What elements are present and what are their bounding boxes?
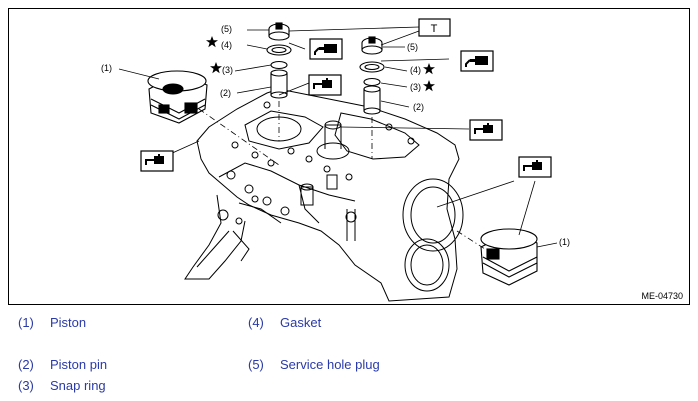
legend-number: (3) xyxy=(18,378,34,393)
callout-3-right: (3) xyxy=(410,82,421,92)
leader-lines xyxy=(118,26,558,248)
legend-item-piston-pin: (2) Piston pin xyxy=(18,357,107,372)
grease-icon xyxy=(460,50,494,72)
left-parts-stack xyxy=(266,22,292,99)
star-icon xyxy=(206,36,435,92)
legend-label: Service hole plug xyxy=(280,357,380,372)
legend-label: Gasket xyxy=(280,315,322,330)
callout-3-left: (3) xyxy=(222,65,233,75)
legend-label: Piston pin xyxy=(50,357,108,372)
oil-can-icon xyxy=(469,119,503,141)
legend-number: (2) xyxy=(18,357,34,372)
legend-label: Snap ring xyxy=(50,378,106,393)
cylinder-block xyxy=(184,88,464,302)
legend-item-snap-ring: (3) Snap ring xyxy=(18,378,106,393)
right-parts-stack xyxy=(359,36,385,115)
piston-left xyxy=(147,70,208,124)
callout-5-right: (5) xyxy=(407,42,418,52)
center-line-right xyxy=(456,230,486,250)
oil-can-icon xyxy=(308,74,342,96)
legend-number: (5) xyxy=(248,357,264,372)
legend-label: Piston xyxy=(50,315,87,330)
callout-2-right: (2) xyxy=(413,102,424,112)
callout-4-left: (4) xyxy=(221,40,232,50)
callout-4-right: (4) xyxy=(410,65,421,75)
center-line-left xyxy=(198,108,280,166)
callout-1-left: (1) xyxy=(101,63,112,73)
piston-right xyxy=(480,228,538,286)
legend-number: (1) xyxy=(18,315,34,330)
callout-5-left: (5) xyxy=(221,24,232,34)
grease-icon xyxy=(309,38,343,60)
oil-can-icon xyxy=(518,156,552,178)
callout-2-left: (2) xyxy=(220,88,231,98)
torque-tag: T xyxy=(431,23,438,35)
legend-item-piston: (1) Piston xyxy=(18,315,86,330)
figure-id: ME-04730 xyxy=(641,291,683,301)
legend-number: (4) xyxy=(248,315,264,330)
torque-icon xyxy=(418,18,451,37)
oil-can-icon xyxy=(140,150,174,172)
legend-item-gasket: (4) Gasket xyxy=(248,315,321,330)
callout-1-right: (1) xyxy=(559,237,570,247)
exploded-diagram: T (1) (5) (4) (3) (2) (5) (4) (3) (2) (1… xyxy=(8,8,690,305)
diagram-drawing: T (1) (5) (4) (3) (2) (5) (4) (3) (2) (1… xyxy=(101,18,570,302)
legend-item-service-hole-plug: (5) Service hole plug xyxy=(248,357,380,372)
